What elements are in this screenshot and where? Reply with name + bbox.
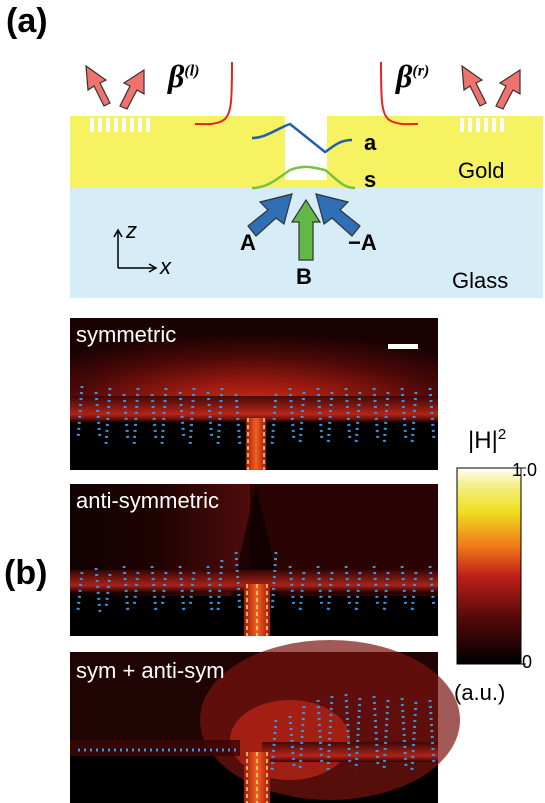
- field-map-anti-symmetric: [70, 484, 438, 636]
- beta-left-superscript: (l): [184, 62, 200, 80]
- colorbar: [456, 467, 526, 665]
- axis-z-label: z: [126, 218, 137, 243]
- map-title-sym-plus-anti-sym: sym + anti-sym: [76, 658, 225, 683]
- colorbar-unit-label: (a.u.): [454, 680, 506, 705]
- arrow-B-label: B: [296, 264, 312, 289]
- arrow-B: [290, 198, 322, 261]
- map-title-symmetric: symmetric: [76, 322, 177, 347]
- axis-x-label: x: [160, 254, 171, 279]
- field-map-symmetric: [70, 318, 438, 470]
- colorbar-title-sup: 2: [497, 426, 507, 443]
- panel-b-label: (b): [4, 554, 48, 592]
- mode-s-profile: [251, 165, 356, 190]
- arrow-A-label: A: [240, 230, 256, 255]
- beta-left-label: β(l): [168, 58, 200, 95]
- axes-indicator: [113, 228, 158, 273]
- scale-bar: [388, 344, 418, 349]
- mode-a-label: a: [364, 130, 377, 155]
- beta-right-profile: [380, 61, 419, 126]
- glass-label: Glass: [452, 268, 509, 293]
- mode-a-profile: [251, 122, 353, 154]
- beta-right-superscript: (r): [412, 62, 430, 80]
- gold-right-slab: [327, 116, 543, 188]
- emission-arrows-right: [461, 64, 521, 110]
- map-title-anti-symmetric: anti-symmetric: [76, 488, 220, 513]
- beta-left-symbol: β: [168, 58, 185, 94]
- gold-left-slab: [70, 116, 285, 188]
- panel-a: [70, 61, 543, 298]
- dots-anti-symmetric: [76, 551, 436, 613]
- grating-right: [460, 118, 504, 132]
- field-map-sym-plus-anti-sym: [70, 640, 460, 803]
- arrow-minusA-label: −A: [348, 230, 377, 255]
- arrow-A-left: [247, 193, 293, 237]
- gold-label: Gold: [458, 158, 505, 183]
- emission-arrows-left: [85, 64, 145, 110]
- panel-a-label: (a): [6, 2, 48, 40]
- grating-left: [90, 118, 150, 132]
- beta-left-profile: [194, 61, 233, 126]
- dots-sym-plus-anti-sym: [78, 693, 436, 771]
- colorbar-min-label: 0: [522, 652, 533, 672]
- colorbar-max-label: 1.0: [512, 460, 538, 480]
- mode-s-label: s: [364, 167, 377, 192]
- colorbar-title-text: |H|: [468, 427, 498, 454]
- colorbar-title: |H|2: [468, 426, 506, 455]
- gap-floor: [285, 180, 327, 188]
- beta-right-label: β(r): [396, 58, 429, 95]
- dots-symmetric: [76, 385, 436, 447]
- beta-right-symbol: β: [396, 58, 413, 94]
- arrow-A-right: [315, 193, 361, 237]
